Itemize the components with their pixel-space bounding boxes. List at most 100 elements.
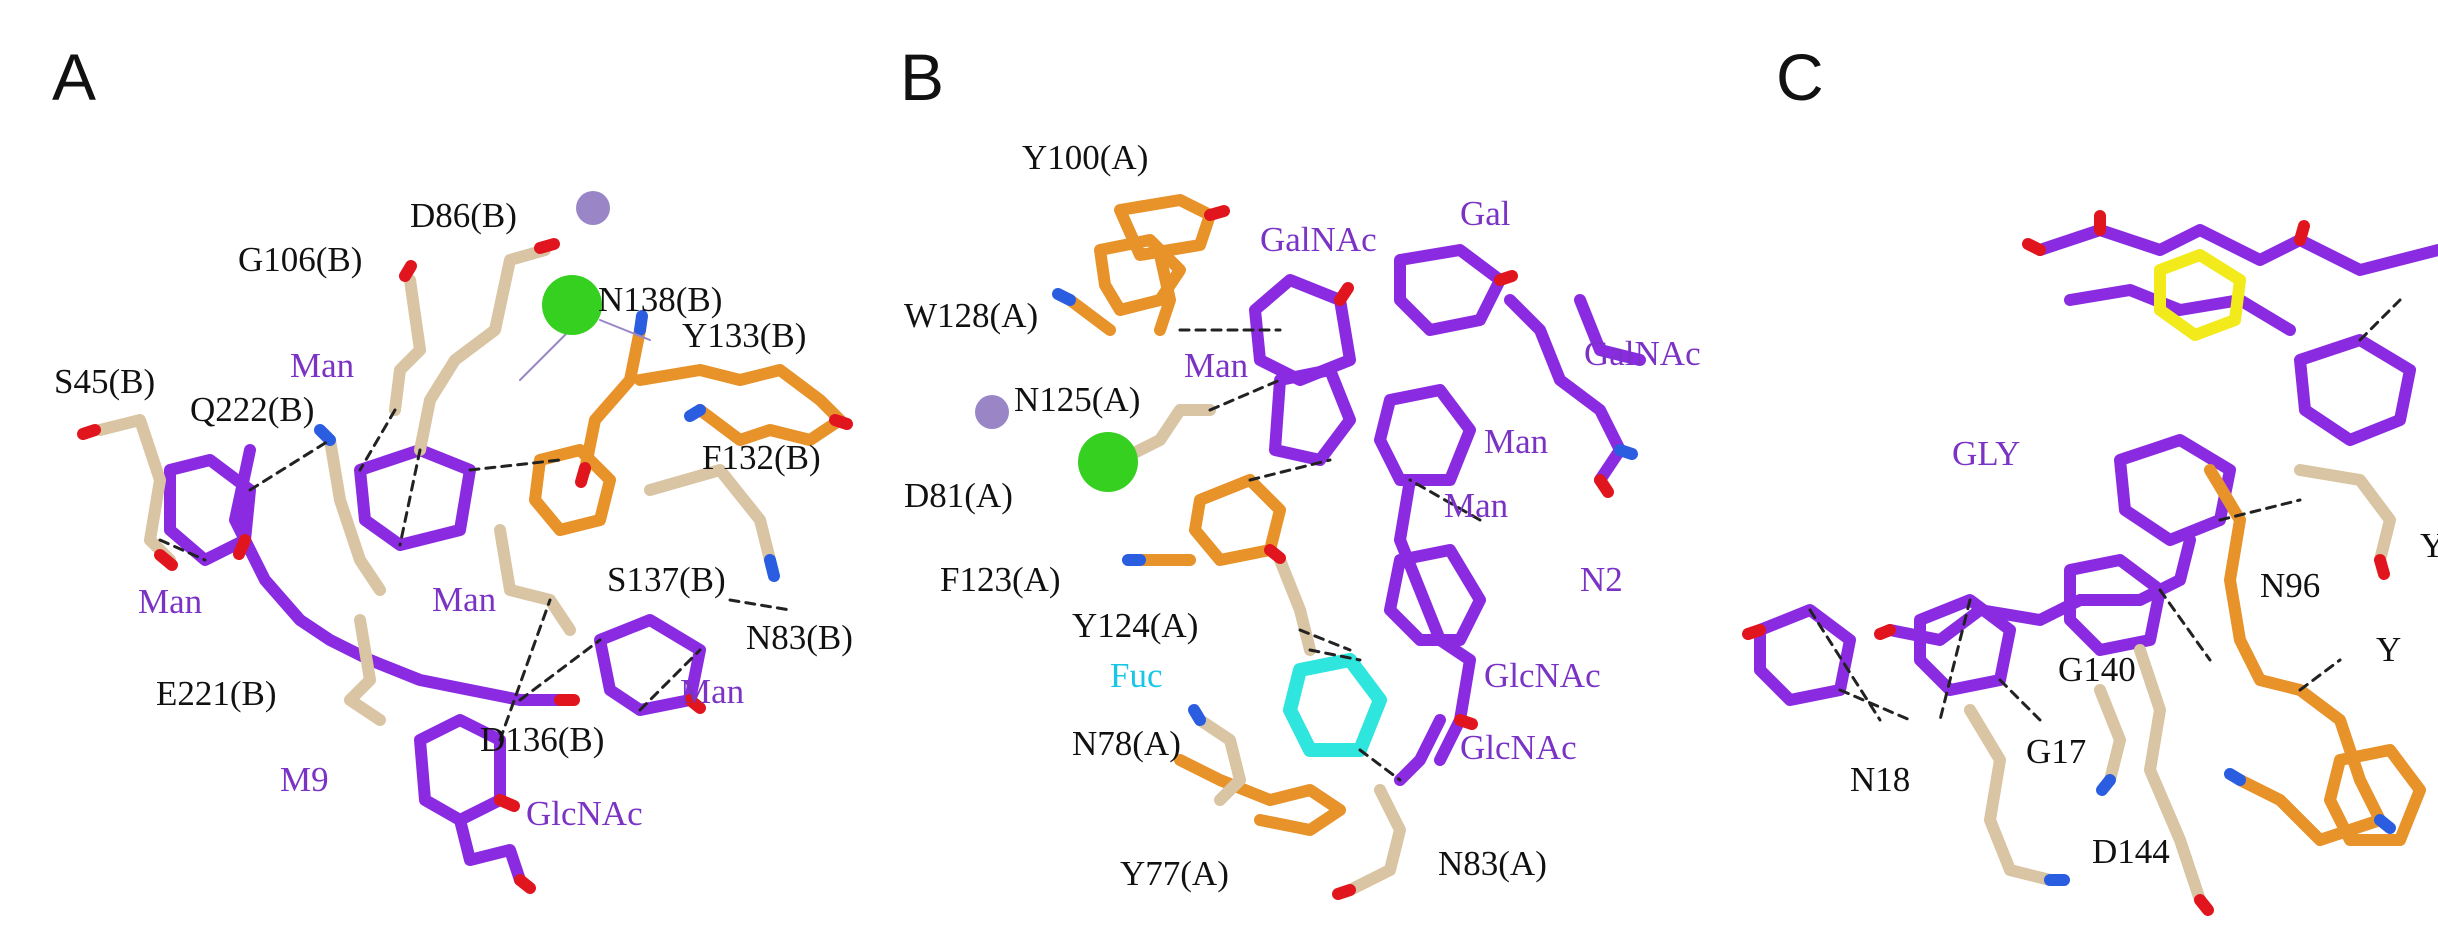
residue-label: N138(B) — [598, 280, 723, 319]
panel-letter-c: C — [1776, 40, 1824, 114]
manganese-ion-b — [975, 395, 1009, 429]
residue-s45-a — [94, 414, 176, 566]
sugar-label: Man — [1444, 486, 1509, 525]
residue-n18-c — [1964, 704, 2056, 886]
panel-b: B Y100(A) W128(A) N125(A) D81(A) F123(A)… — [880, 0, 1740, 942]
residue-label: Q222(B) — [190, 390, 315, 429]
nitrogen-atoms-a — [314, 310, 780, 582]
glcnac-ring-b — [1384, 544, 1486, 646]
residue-label: F132(B) — [702, 438, 821, 477]
residue-label: G106(B) — [238, 240, 363, 279]
residue-linker-b — [1274, 554, 1316, 656]
glcnac-tail-a — [454, 814, 526, 886]
mannose-ring-right-b — [1374, 384, 1476, 486]
sugar-ring-mid-c — [2114, 434, 2236, 546]
sugar-ring-upper-c — [2294, 334, 2416, 446]
orange-ring-c — [2324, 744, 2426, 846]
residue-label: W128(A) — [904, 296, 1039, 335]
phenyl-ring-a — [529, 444, 616, 536]
residue-label: F123(A) — [940, 560, 1061, 599]
residue-label: S45(B) — [54, 362, 156, 401]
residue-label: N78(A) — [1072, 724, 1181, 763]
panel-c-structure — [1742, 210, 2438, 916]
sugar-label: Man — [1184, 346, 1249, 385]
residue-f132-a — [644, 464, 776, 566]
residue-e221-a — [344, 614, 386, 726]
oxygen-atoms-c — [1742, 210, 2390, 916]
sugar-ring-left-c — [1754, 604, 1856, 706]
hydrogen-bonds-b — [1178, 328, 1482, 782]
mannose-ring-upper-a — [354, 444, 476, 551]
mannose-chain-a — [229, 444, 566, 706]
sugar-label: GLY — [1952, 434, 2021, 473]
sugar-label: Man — [138, 582, 203, 621]
residue-label: S137(B) — [607, 560, 726, 599]
nitrogen-atoms-b — [1052, 288, 1638, 726]
residue-label: N18 — [1850, 760, 1911, 799]
residue-n96-c — [2294, 464, 2396, 566]
residue-y77-b — [1174, 754, 1346, 836]
sugar-ring-right-c — [2064, 554, 2166, 656]
residue-g140-c — [2094, 684, 2126, 786]
oxygen-atoms-a — [77, 238, 853, 894]
residue-label: Y — [2420, 526, 2438, 565]
residue-d144-c — [2134, 644, 2206, 906]
yellow-ring-c — [2154, 249, 2246, 341]
residue-label: D136(B) — [480, 720, 605, 759]
manganese-ion-a — [576, 191, 610, 225]
sugar-chain-c — [1884, 534, 2196, 646]
sugar-label: GlcNAc — [1484, 656, 1601, 695]
oxygen-atoms-b — [1102, 205, 1614, 900]
hydrogen-bonds-a — [158, 408, 792, 742]
sugar-label: Man — [290, 346, 355, 385]
residue-label: N83(A) — [1438, 844, 1547, 883]
sugar-label: Man — [432, 580, 497, 619]
residue-label: G140 — [2058, 650, 2136, 689]
residue-label: N125(A) — [1014, 380, 1141, 419]
residue-label: E221(B) — [156, 674, 277, 713]
residue-label: D81(A) — [904, 476, 1013, 515]
residue-y124-b — [1134, 474, 1286, 566]
sugar-label: GlcNAc — [1460, 728, 1577, 767]
panel-b-structure — [975, 194, 1646, 900]
calcium-ion-b — [1078, 432, 1138, 492]
residue-label: Y100(A) — [1022, 138, 1149, 177]
residue-q222-a — [324, 434, 386, 596]
sugar-cluster-top-c — [2034, 224, 2438, 336]
residue-s137-a — [494, 524, 576, 636]
residue-n78-b — [1194, 714, 1246, 806]
residue-label: Y77(A) — [1120, 854, 1229, 893]
ion-coordination-a — [519, 319, 651, 381]
residue-w128-b — [1064, 234, 1186, 336]
residue-n138-a — [579, 324, 646, 476]
calcium-ion-a — [542, 275, 602, 335]
residue-label: N96 — [2260, 566, 2321, 605]
residue-label: D144 — [2092, 832, 2170, 871]
residue-label: Y — [2376, 630, 2402, 669]
sugar-label: GalNAc — [1260, 220, 1377, 259]
hydrogen-bonds-c — [1808, 298, 2402, 722]
gal-ring-b — [1394, 244, 1506, 336]
sugar-label: Gal — [1460, 194, 1511, 233]
residue-g106-a — [389, 274, 426, 416]
residue-label: Y124(A) — [1072, 606, 1199, 645]
sugar-label: M9 — [280, 760, 329, 799]
nitrogen-atoms-c — [2044, 768, 2396, 886]
residue-d86-a — [414, 244, 551, 456]
panel-c: C GLY N96 Y Y G140 N18 G17 D144 — [1740, 0, 2438, 942]
sugar-label: Man — [1484, 422, 1549, 461]
sugar-ring-center-c — [1914, 594, 2016, 696]
sugar-label: GlcNAc — [526, 794, 643, 833]
sugar-label: N2 — [1580, 560, 1623, 599]
residue-d81-b — [1114, 404, 1216, 466]
residue-label: G17 — [2026, 732, 2087, 771]
glcnac-stem-b — [1394, 714, 1446, 786]
mannose-ring-b — [1269, 364, 1356, 466]
residue-label: N83(B) — [746, 618, 853, 657]
sugar-label: Man — [680, 672, 745, 711]
residue-label: Y133(B) — [682, 316, 807, 355]
panel-a-structure — [77, 191, 853, 894]
residue-n83-b — [1344, 784, 1406, 896]
orange-residue-c — [2204, 464, 2386, 846]
panel-a: A D86(B) G106(B) N138(B) Y133(B) S45(B) … — [0, 0, 880, 942]
